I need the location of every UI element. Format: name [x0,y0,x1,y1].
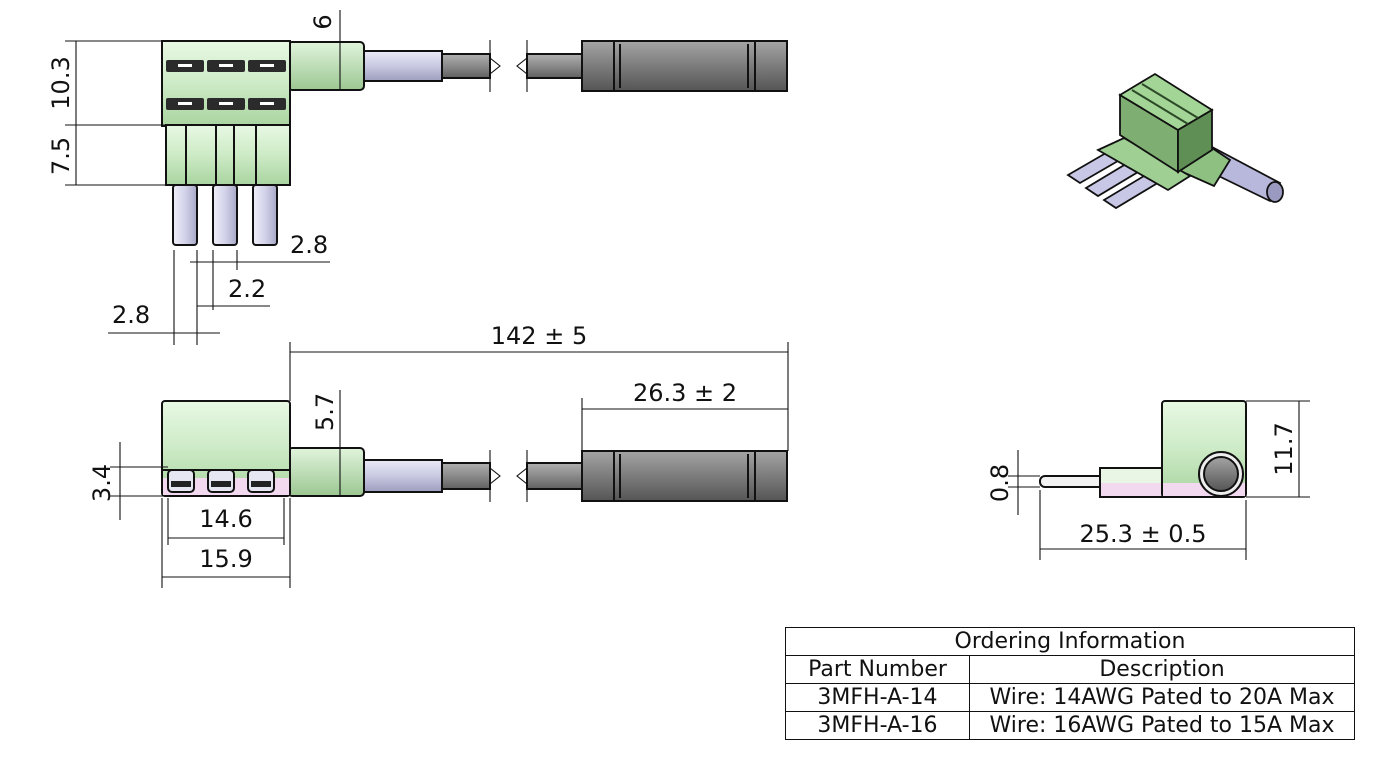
end-pin [1039,475,1105,488]
table-row: 3MFH-A-16 Wire: 16AWG Pated to 15A Max [785,711,1355,740]
top-wire-insulation [361,50,443,82]
side-dim-outer-width: 15.9 [199,545,252,573]
top-sleeve [581,40,788,92]
top-dim-pin-gap: 2.2 [228,275,266,303]
row-description: Wire: 16AWG Pated to 15A Max [969,711,1355,740]
side-view: 142 ± 5 26.3 ± 2 5.7 3.4 14.6 15.9 [88,322,789,588]
top-wire-boot [287,41,365,91]
table-header-row: Part Number Description [785,655,1355,684]
table-row: 3MFH-A-14 Wire: 14AWG Pated to 20A Max [785,683,1355,712]
top-wire-cable [441,53,491,79]
side-pin-ends [167,469,275,493]
iso-housing-side [1177,108,1213,174]
isometric-view [1066,72,1284,210]
top-cable-right [526,53,584,79]
side-dim-sleeve-length: 26.3 ± 2 [633,379,737,407]
top-dim-height-upper: 10.3 [47,56,75,109]
top-break-right [516,40,528,92]
side-wire-cable [441,462,491,490]
top-dim-pin-width: 2.8 [290,231,328,259]
row-description: Wire: 14AWG Pated to 20A Max [969,683,1355,712]
end-dim-pin-thickness: 0.8 [986,464,1014,502]
table-title: Ordering Information [785,627,1355,656]
side-cable-right [526,462,584,490]
top-dim-wire-dia: 6 [309,14,337,29]
row-part-number: 3MFH-A-14 [785,683,970,712]
top-housing [161,40,291,127]
side-dim-offset: 3.4 [88,464,116,502]
top-dim-pin-width-left: 2.8 [112,301,150,329]
row-part-number: 3MFH-A-16 [785,711,970,740]
top-break-left [489,40,501,92]
header-description: Description [969,655,1355,684]
top-view: 6 10.3 7.5 2.8 2.2 2.8 [47,10,788,345]
table-title-row: Ordering Information [785,627,1355,656]
iso-lower-body [1096,136,1192,192]
side-dim-total-length: 142 ± 5 [491,322,587,350]
side-sleeve [581,450,788,502]
top-lower-body [165,124,291,186]
side-wire-boot [287,447,365,497]
top-pins [172,184,278,246]
end-dim-height: 11.7 [1270,422,1298,475]
side-wire-insulation [361,459,443,493]
end-view: 11.7 0.8 25.3 ± 0.5 [986,400,1310,560]
top-dim-height-lower: 7.5 [47,137,75,175]
ordering-information-table: Ordering Information Part Number Descrip… [785,627,1355,740]
side-dim-inner-width: 14.6 [199,505,252,533]
header-part-number: Part Number [785,655,970,684]
side-dim-wire-dia: 5.7 [311,393,339,431]
end-dim-length: 25.3 ± 0.5 [1080,520,1207,548]
